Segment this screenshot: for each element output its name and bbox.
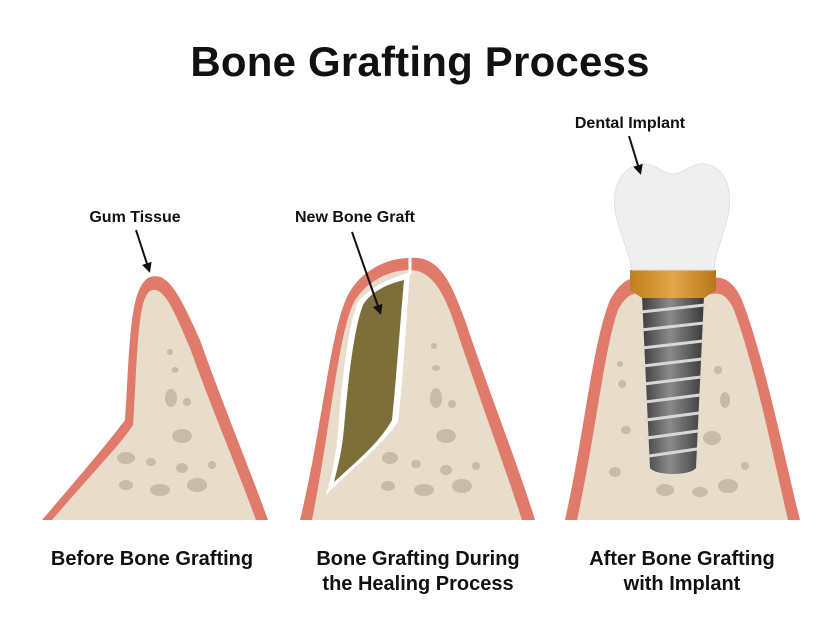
caption-after-line1: After Bone Grafting xyxy=(589,548,775,570)
gum-tissue-label: Gum Tissue xyxy=(89,209,180,226)
bone-spots-before xyxy=(117,349,216,496)
bone-spots-after xyxy=(609,361,749,497)
panel-during: New Bone Graft xyxy=(295,209,535,520)
implant-abutment xyxy=(630,270,716,298)
new-bone-graft-arrow xyxy=(351,231,383,315)
dental-implant-label: Dental Implant xyxy=(575,115,686,132)
dental-crown xyxy=(613,163,731,271)
bone-before xyxy=(52,289,256,520)
page-title: Bone Grafting Process xyxy=(190,38,650,85)
caption-before: Before Bone Grafting xyxy=(51,548,253,570)
implant-screw xyxy=(639,296,707,474)
gum-tissue-arrow xyxy=(135,229,152,273)
dental-implant-arrow xyxy=(628,135,643,175)
caption-after-line2: with Implant xyxy=(623,573,741,595)
caption-during-line1: Bone Grafting During xyxy=(316,548,519,570)
panel-before: Gum Tissue xyxy=(42,209,268,520)
new-bone-graft-label: New Bone Graft xyxy=(295,209,416,226)
bone-spots-during xyxy=(381,343,480,496)
panel-after: Dental Implant xyxy=(565,115,800,520)
new-bone-graft xyxy=(334,280,404,482)
caption-during-line2: the Healing Process xyxy=(322,573,513,595)
